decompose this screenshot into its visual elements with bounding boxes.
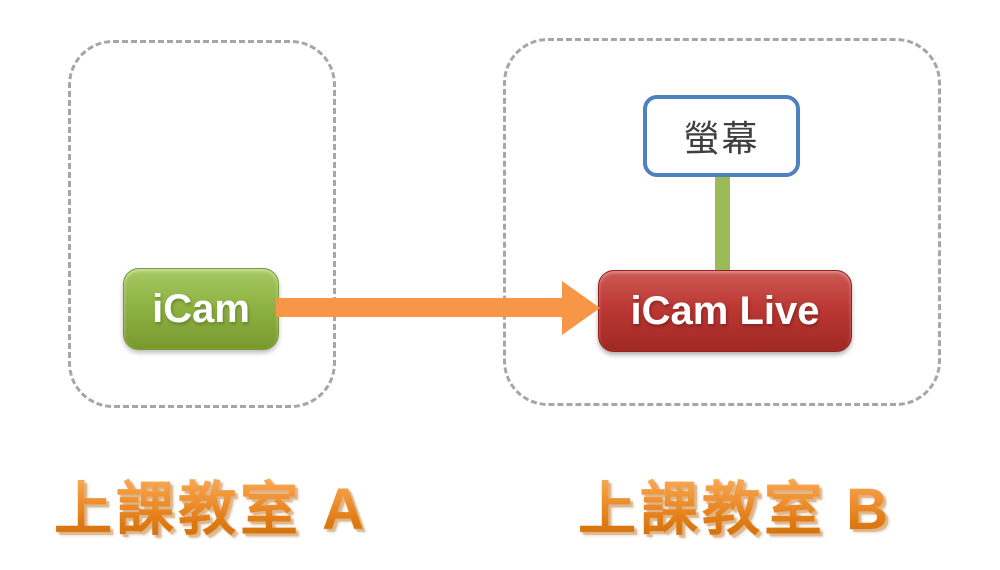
icam-node-label: iCam	[152, 286, 250, 331]
screen-node-label: 螢幕	[683, 118, 760, 159]
icam-live-node-label: iCam Live	[630, 288, 820, 333]
icam-to-icamlive-arrowhead-icon	[562, 281, 600, 335]
icam-live-node: iCam Live	[598, 270, 852, 352]
screen-node: 螢幕	[643, 95, 800, 177]
classroom-a-caption: 上課教室 A	[54, 462, 368, 546]
classroom-b-container	[503, 38, 941, 406]
classroom-b-caption: 上課教室 B	[578, 462, 892, 546]
icam-to-icamlive-arrow-shaft	[276, 298, 562, 317]
classroom-a-container	[68, 40, 336, 408]
icam-node: iCam	[123, 268, 279, 350]
screen-to-icamlive-connector	[715, 176, 730, 272]
